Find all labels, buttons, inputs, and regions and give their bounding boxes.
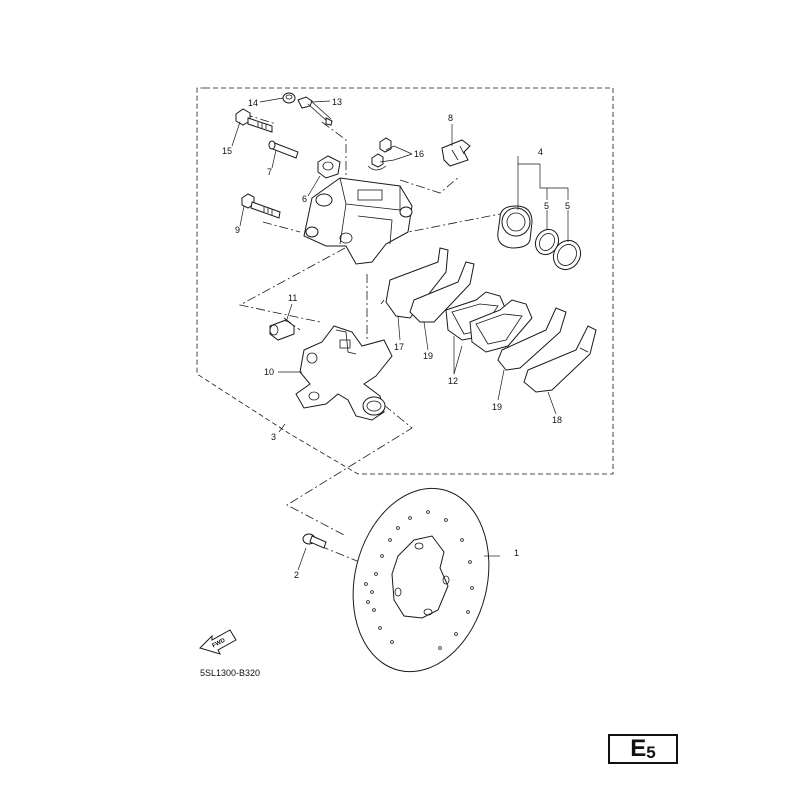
callout-15: 15: [222, 146, 232, 156]
callouts: 14 13 15 7 6 9 16 8 4 5 5 11 10 17 19 12…: [222, 97, 570, 580]
disc-drill-holes: [364, 510, 474, 650]
callout-19-upper: 19: [423, 351, 433, 361]
part-6-boot: [317, 155, 341, 179]
assembly-boundary: [196, 87, 614, 475]
callout-7: 7: [267, 167, 272, 177]
part-5-seal-outer: [552, 239, 582, 271]
part-4-piston: [497, 205, 533, 249]
callout-19-lower: 19: [492, 402, 502, 412]
callout-1: 1: [514, 548, 519, 558]
page-badge: E 5: [608, 734, 678, 764]
callout-10: 10: [264, 367, 274, 377]
part-2-disc-bolt: [302, 533, 327, 549]
part-14-cap: [282, 92, 296, 104]
leader-lines: [231, 97, 569, 571]
page-badge-letter: E: [630, 735, 647, 762]
callout-5-outer: 5: [565, 201, 570, 211]
callout-9: 9: [235, 225, 240, 235]
callout-16: 16: [414, 149, 424, 159]
part-16-bleeder: [367, 137, 392, 171]
part-19-pad-shim-upper: [409, 261, 475, 323]
part-8-pad-clip: [441, 139, 471, 167]
callout-4: 4: [538, 147, 543, 157]
part-7-pin: [268, 140, 299, 159]
part-13-bleed-screw: [297, 96, 333, 126]
callout-6: 6: [302, 194, 307, 204]
part-11-sleeve: [269, 319, 295, 341]
part-19-pad-shim-lower: [497, 307, 567, 371]
callout-8: 8: [448, 113, 453, 123]
part-10-caliper-bracket: [295, 325, 393, 421]
part-9-bolt: [241, 193, 281, 219]
part-18-pad-shim: [523, 325, 597, 393]
callout-14: 14: [248, 98, 258, 108]
part-15-bolt: [235, 108, 273, 133]
fwd-arrow-icon: FWD: [199, 629, 237, 655]
diagram-code: 5SL1300-B320: [200, 668, 260, 678]
part-12-brake-pads: [445, 291, 533, 353]
callout-3: 3: [271, 432, 276, 442]
callout-18: 18: [552, 415, 562, 425]
callout-17: 17: [394, 342, 404, 352]
callout-13: 13: [332, 97, 342, 107]
part-17-pad-shim: [380, 247, 449, 319]
callout-2: 2: [294, 570, 299, 580]
brake-caliper-body: [303, 177, 413, 265]
callout-11: 11: [288, 293, 297, 303]
callout-12: 12: [448, 376, 458, 386]
part-1-brake-disc: [352, 487, 490, 673]
callout-5-inner: 5: [544, 201, 549, 211]
page-badge-number: 5: [646, 742, 656, 762]
